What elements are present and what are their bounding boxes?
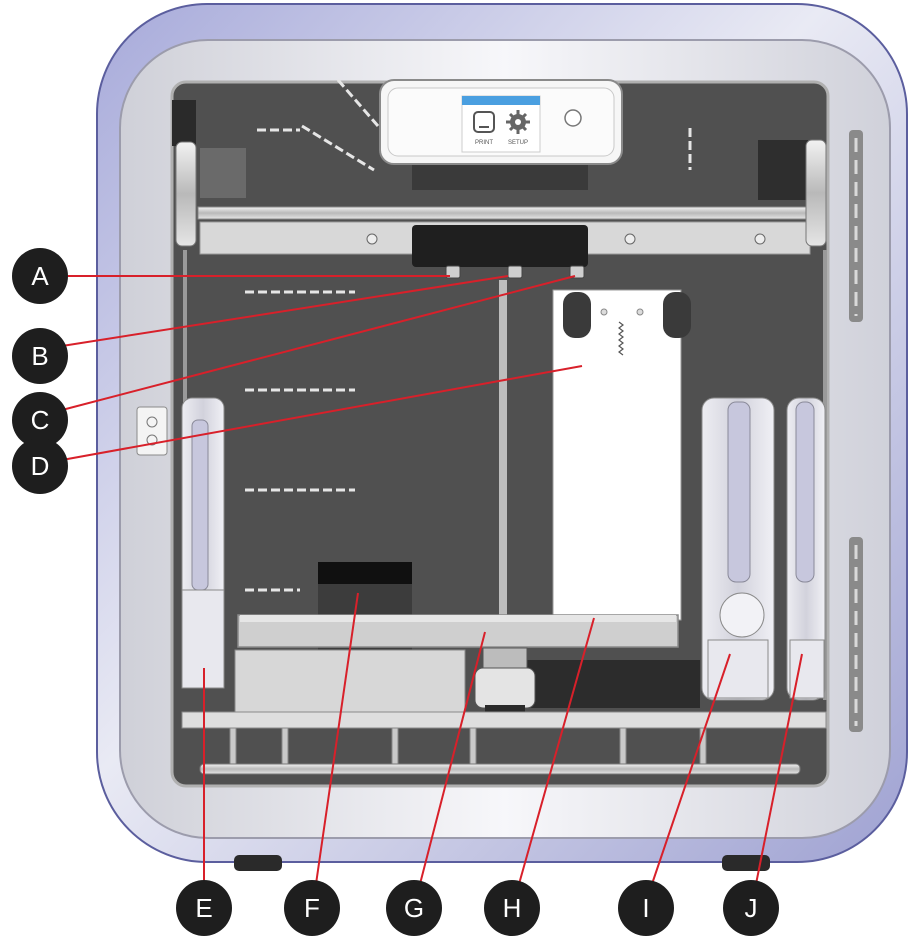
callout-d: D — [12, 438, 68, 494]
z-axis-coupler — [474, 647, 536, 719]
svg-text:C: C — [31, 405, 50, 435]
gear-icon[interactable] — [506, 110, 530, 134]
svg-text:B: B — [31, 341, 48, 371]
svg-text:E: E — [195, 893, 212, 923]
left-spool-holder — [181, 397, 225, 689]
callout-b: B — [12, 328, 68, 384]
print-label: PRINT — [475, 140, 493, 146]
right-spool-holder-2 — [786, 397, 826, 701]
power-button[interactable] — [564, 109, 582, 127]
callout-c: C — [12, 392, 68, 448]
top-left-bracket — [172, 100, 196, 146]
left-motor-block — [200, 148, 246, 198]
extruder-carriage — [412, 225, 588, 267]
svg-text:G: G — [404, 893, 424, 923]
right-motor-block — [758, 140, 808, 200]
side-vent-lower — [849, 537, 863, 732]
svg-text:A: A — [31, 261, 49, 291]
leader-line-j — [755, 653, 803, 885]
leader-line-i — [651, 653, 731, 885]
build-plate-top — [240, 615, 676, 622]
svg-text:J: J — [745, 893, 758, 923]
left-gantry-post — [175, 141, 197, 247]
right-spool-holder-1 — [701, 397, 775, 701]
callout-j: J — [723, 880, 779, 936]
leader-line-b — [61, 275, 509, 347]
lower-dark-panel — [520, 660, 700, 708]
bed-carriage — [234, 649, 466, 721]
callout-a: A — [12, 248, 68, 304]
leader-lines — [61, 275, 803, 885]
leader-line-h — [518, 617, 595, 885]
callout-g: G — [386, 880, 442, 936]
extruder-fan-housing — [412, 165, 588, 190]
callout-i: I — [618, 880, 674, 936]
side-vent-upper — [849, 130, 863, 322]
upper-gantry-rail — [197, 206, 809, 220]
leader-line-d — [61, 365, 583, 461]
gantry-screws — [366, 233, 766, 245]
base-struts — [229, 727, 707, 769]
leader-line-g — [419, 631, 486, 885]
svg-text:D: D — [31, 451, 50, 481]
z-axis-rod — [499, 280, 507, 645]
touch-display[interactable]: PRINT SETUP — [461, 95, 541, 153]
svg-text:H: H — [503, 893, 522, 923]
chamber-guide-marks — [245, 79, 692, 592]
base-frame — [181, 711, 827, 729]
left-foot — [234, 855, 282, 871]
print-icon[interactable] — [473, 111, 495, 133]
right-gantry-post — [805, 139, 827, 247]
cleaning-station — [552, 289, 691, 621]
callout-h: H — [484, 880, 540, 936]
setup-label: SETUP — [508, 140, 528, 146]
callout-e: E — [176, 880, 232, 936]
callout-f: F — [284, 880, 340, 936]
svg-text:F: F — [304, 893, 320, 923]
right-foot — [722, 855, 770, 871]
svg-text:I: I — [642, 893, 649, 923]
lower-rail — [199, 763, 801, 775]
power-socket — [136, 406, 168, 456]
leader-line-f — [315, 592, 359, 885]
display-header — [462, 96, 540, 105]
leader-line-c — [61, 275, 576, 411]
